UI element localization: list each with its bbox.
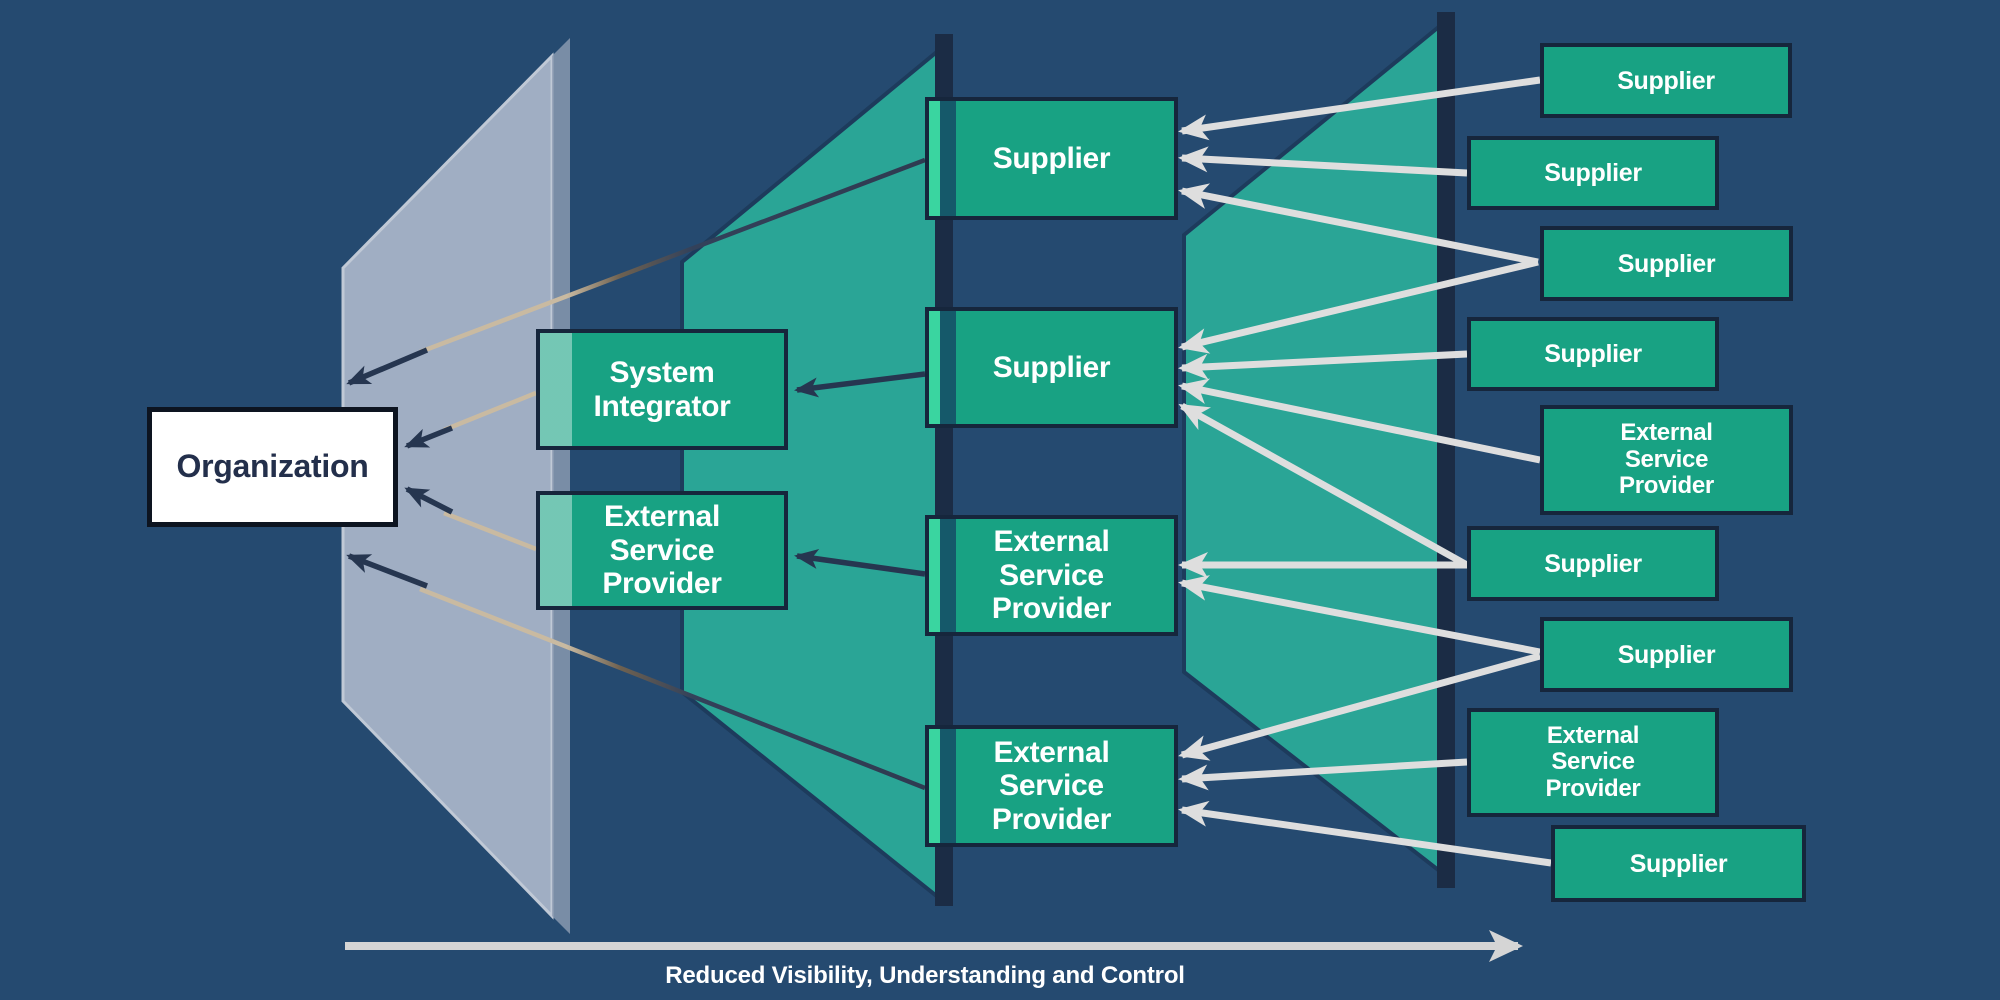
supplier-r1-to-supplier-m1-arrow <box>1178 76 1541 141</box>
node-label: Supplier <box>992 141 1111 175</box>
system-integrator-to-organization-trace <box>443 390 537 433</box>
supplier-m2-to-system-integrator-arrow <box>794 371 926 398</box>
flow-caption: Reduced Visibility, Understanding and Co… <box>665 962 1185 989</box>
esp-m4-to-organization-trace <box>419 586 926 791</box>
node-label: System Integrator <box>593 355 731 423</box>
node-label: Supplier <box>1544 549 1642 578</box>
supplier-node-r3: Supplier <box>1540 226 1793 301</box>
node-label: Supplier <box>1544 159 1642 187</box>
node-label: Supplier <box>1544 340 1642 368</box>
visibility-plane-3 <box>1182 16 1448 881</box>
visibility-plane-1-edge <box>552 38 570 934</box>
node-label: Supplier <box>1617 640 1716 669</box>
esp-m4-to-organization-arrow <box>346 553 428 589</box>
supplier-r7-to-esp-m3-arrow <box>1178 575 1541 656</box>
supplier-node-m2: Supplier <box>925 307 1178 428</box>
supplier-node-r7: Supplier <box>1540 617 1793 692</box>
external-service-provider-node-m3: External Service Provider <box>925 515 1178 636</box>
supplier-node-r9: Supplier <box>1551 825 1806 902</box>
node-label: Supplier <box>992 350 1111 384</box>
node-label: External Service Provider <box>1619 419 1714 500</box>
supplier-node-m1: Supplier <box>925 97 1178 220</box>
esp-left-to-organization-trace <box>443 510 537 552</box>
supplier-node-r6: Supplier <box>1467 526 1719 601</box>
external-service-provider-node-left: External Service Provider <box>536 491 788 610</box>
external-service-provider-node-r5: External Service Provider <box>1540 405 1793 515</box>
node-label: External Service Provider <box>602 500 722 601</box>
node-label: Organization <box>176 448 369 485</box>
supplier-m1-to-organization-arrow <box>346 347 429 386</box>
supplier-m1-to-organization-trace <box>419 157 926 355</box>
visibility-plane-2 <box>680 41 946 907</box>
node-label: Supplier <box>1629 849 1728 878</box>
supplier-node-r2: Supplier <box>1467 136 1719 210</box>
external-service-provider-node-m4: External Service Provider <box>925 725 1178 847</box>
supplier-node-r1: Supplier <box>1540 43 1792 118</box>
esp-left-to-organization-arrow <box>404 486 454 515</box>
external-service-provider-node-r8: External Service Provider <box>1467 708 1719 817</box>
node-label: External Service Provider <box>1545 721 1641 802</box>
system-integrator-to-organization-arrow <box>404 425 454 449</box>
supplier-r2-to-supplier-m1-arrow <box>1178 146 1468 177</box>
node-label: External Service Provider <box>991 525 1112 626</box>
supplier-r4-to-supplier-m2-arrow <box>1178 350 1468 380</box>
supplier-r6-to-supplier-m2-arrow <box>1178 402 1469 569</box>
supplier-r7-to-esp-m4-arrow <box>1178 652 1541 761</box>
supplier-r3-to-supplier-m1-arrow <box>1178 183 1539 266</box>
system-integrator-node: System Integrator <box>536 329 788 450</box>
node-label: External Service Provider <box>991 735 1112 836</box>
supplier-r3-to-supplier-m2-arrow <box>1178 258 1539 354</box>
node-label: Supplier <box>1617 66 1715 95</box>
esp-m3-to-esp-left-arrow <box>794 549 926 577</box>
visibility-plane-2-edge <box>935 34 953 906</box>
organization-node: Organization <box>147 407 398 527</box>
esp-r8-to-esp-m4-arrow <box>1178 758 1468 791</box>
supplier-r9-to-esp-m4-arrow <box>1178 800 1552 867</box>
supplier-node-r4: Supplier <box>1467 317 1719 391</box>
visibility-plane-3-edge <box>1437 12 1455 888</box>
node-label: Supplier <box>1617 249 1716 278</box>
esp-r5-to-supplier-m2-arrow <box>1178 378 1541 464</box>
